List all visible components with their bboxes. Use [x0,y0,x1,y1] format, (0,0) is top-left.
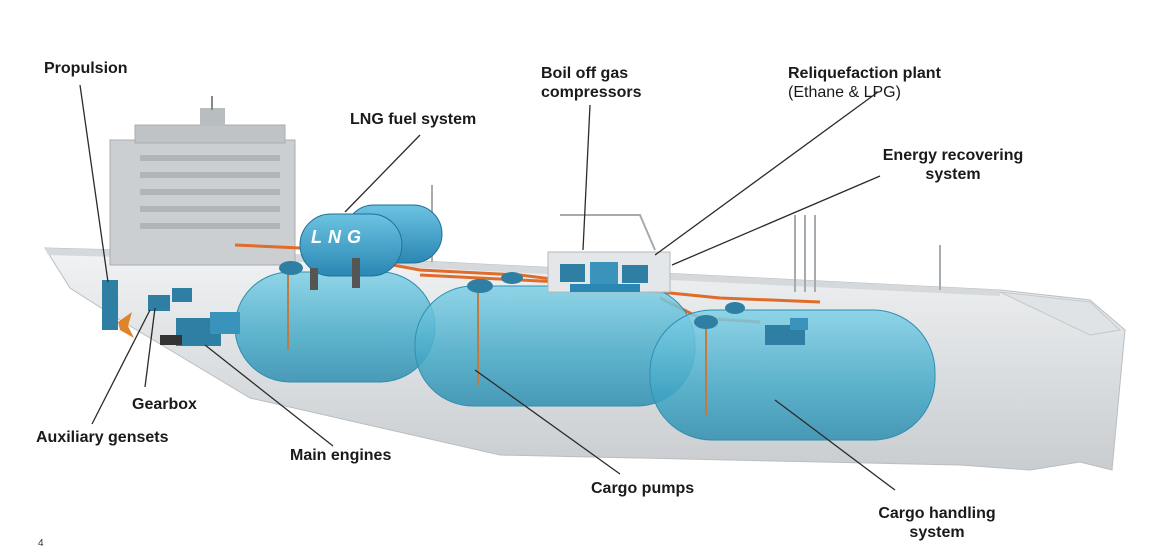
label-reliquefaction-sub: (Ethane & LPG) [788,84,901,101]
leader-cargo-pumps [474,369,621,475]
tank-domes [279,261,745,329]
leader-aux-gensets [91,309,151,425]
leader-propulsion [79,84,109,283]
label-propulsion: Propulsion [44,60,128,77]
superstructure [109,96,296,266]
label-energy-line2: system [925,166,981,183]
lng-tank-text: LNG [311,227,367,247]
gearbox-unit [148,295,170,311]
leader-lines [79,84,896,491]
label-energy-recovering-system: Energy recovering system [874,146,1032,184]
label-boil-off-line1: Boil off gas [541,65,629,82]
leader-energy [671,175,881,266]
cargo-tank-fwd [649,309,936,441]
propeller-icon [118,312,134,338]
leader-gearbox [144,307,156,388]
cargo-tanks [234,271,936,441]
leader-main-engines [204,344,334,447]
label-reliquefaction-plant: Reliquefaction plant (Ethane & LPG) [788,64,941,102]
label-main-engines: Main engines [290,447,392,464]
label-boil-off-gas-compressors: Boil off gas compressors [541,64,642,102]
label-lng-fuel-system: LNG fuel system [350,111,477,128]
label-reliquefaction-line1: Reliquefaction plant [788,65,941,82]
label-cargo-handling-line1: Cargo handling [878,505,996,522]
cargo-tank-aft [234,271,436,383]
label-cargo-handling-system: Cargo handling system [862,504,1012,542]
leader-lng-fuel [344,134,421,213]
leader-cargo-handling [774,399,896,491]
page-number: 4 [38,538,44,549]
energy-recovery-unit [765,318,808,345]
propulsion-unit [102,280,118,330]
label-energy-line1: Energy recovering [882,147,1024,164]
engine-room-equipment [102,280,240,346]
label-auxiliary-gensets: Auxiliary gensets [36,429,169,446]
leader-reliquefaction [654,91,879,256]
leader-boil-off [582,104,591,251]
label-boil-off-line2: compressors [541,84,642,101]
compressor-reliquefaction-module [547,251,671,293]
cargo-pump-shafts [287,272,707,415]
lng-fuel-tanks: LNG [299,204,443,290]
label-cargo-pumps: Cargo pumps [591,480,695,497]
label-cargo-handling-line2: system [909,524,965,541]
label-gearbox: Gearbox [132,396,197,413]
